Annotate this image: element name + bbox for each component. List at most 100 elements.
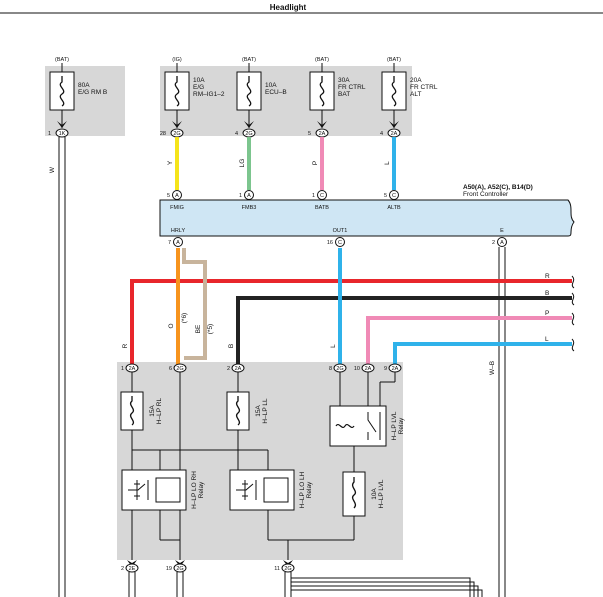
svg-text:ALT: ALT <box>410 91 421 98</box>
junction-pins-top: 2A 1 2G 6 2A 2 2G 8 2A 10 2A 9 <box>121 363 402 373</box>
svg-text:H–LP LL: H–LP LL <box>262 398 269 424</box>
svg-text:7: 7 <box>168 240 171 246</box>
fuse-icon <box>319 76 325 107</box>
svg-text:6: 6 <box>169 366 172 372</box>
svg-text:11: 11 <box>274 566 280 572</box>
svg-text:B: B <box>228 344 235 348</box>
svg-text:C: C <box>392 193 396 199</box>
svg-text:C: C <box>320 193 324 199</box>
fuse-icon <box>129 396 135 426</box>
svg-text:2: 2 <box>492 240 495 246</box>
svg-text:RM–IG1–2: RM–IG1–2 <box>193 91 225 98</box>
svg-text:A: A <box>500 240 504 246</box>
fuse-30a-fr-ctrl-bat: (BAT) 30A FR CTRL BAT 2A 5 <box>308 57 366 138</box>
svg-text:C: C <box>338 240 342 246</box>
fuse-15a-h-lp-ll: 15A H–LP LL <box>226 391 269 431</box>
svg-text:P: P <box>312 161 319 165</box>
svg-text:2G: 2G <box>336 366 343 372</box>
svg-text:W–B: W–B <box>489 361 496 375</box>
junction-pins-bottom: 2E 2 2G 19 2G 11 <box>121 560 295 573</box>
svg-text:(BAT): (BAT) <box>315 57 329 63</box>
svg-text:1K: 1K <box>59 131 66 137</box>
front-controller: A50(A), A52(C), B14(D) Front Controller … <box>159 184 575 237</box>
drop-wires: R O (*6) BE (*5) B L <box>122 248 342 365</box>
svg-text:2A: 2A <box>235 366 242 372</box>
svg-text:(*6): (*6) <box>181 313 188 323</box>
svg-text:H–LP LO RH: H–LP LO RH <box>191 471 198 509</box>
fuse-10a-ecu-b: (BAT) 10A ECU–B 2G 4 <box>235 57 287 138</box>
fuse-10a-eg-rm-ig1-2: (IG) 10A E/G RM–IG1–2 2G 28 <box>160 57 225 138</box>
svg-text:2G: 2G <box>176 566 183 572</box>
svg-text:Y: Y <box>167 160 174 165</box>
arrow-icon <box>172 121 182 128</box>
transistor-icon <box>134 480 149 500</box>
svg-text:Relay: Relay <box>398 417 405 434</box>
svg-text:10A: 10A <box>265 82 277 89</box>
controller-top-pins: A 5 A 1 C 1 C 5 <box>167 190 399 200</box>
svg-text:10A: 10A <box>193 77 205 84</box>
relay-h-lp-lo-rh: H–LP LO RH Relay <box>121 469 205 511</box>
svg-text:(BAT): (BAT) <box>242 57 256 63</box>
wires-fuse-to-controller: Y LG P L <box>167 137 396 190</box>
fuse-icon <box>235 396 241 426</box>
arrow-icon <box>244 121 254 128</box>
svg-text:R: R <box>545 273 550 280</box>
fuse-15a-h-lp-rl: 15A H–LP RL <box>120 391 163 431</box>
svg-text:15A: 15A <box>149 405 156 417</box>
exit-wires <box>128 572 483 597</box>
svg-text:4: 4 <box>235 131 238 137</box>
svg-text:E: E <box>500 228 504 234</box>
svg-text:2A: 2A <box>365 366 372 372</box>
connector-pin <box>55 128 69 138</box>
junction-internal-wiring <box>131 372 396 560</box>
svg-text:15A: 15A <box>255 405 262 417</box>
svg-text:OUT1: OUT1 <box>333 228 348 234</box>
controller-label: A50(A), A52(C), B14(D) <box>463 184 533 191</box>
svg-text:L: L <box>384 161 391 165</box>
svg-text:Relay: Relay <box>306 481 313 498</box>
relay-coil <box>263 477 289 503</box>
svg-text:2A: 2A <box>319 131 326 137</box>
svg-text:10: 10 <box>354 366 360 372</box>
wire-w-b: W–B <box>489 247 506 597</box>
svg-text:2E: 2E <box>129 566 136 572</box>
svg-text:HRLY: HRLY <box>171 228 186 234</box>
svg-text:FR CTRL: FR CTRL <box>338 84 366 91</box>
transistor-icon <box>242 480 257 500</box>
svg-text:BE: BE <box>195 324 202 333</box>
relay-coil <box>155 477 181 503</box>
svg-text:2G: 2G <box>284 566 291 572</box>
fuse-10a-h-lp-lvl: 10A H–LP LVL <box>342 471 385 517</box>
svg-text:W: W <box>49 166 56 173</box>
svg-text:4: 4 <box>380 131 383 137</box>
svg-text:(BAT): (BAT) <box>387 57 401 63</box>
diagram-title: Headlight <box>270 3 307 12</box>
fuse-rating: 80A <box>78 82 90 89</box>
svg-text:L: L <box>330 344 337 348</box>
svg-text:B: B <box>545 290 549 297</box>
svg-text:R: R <box>122 343 129 348</box>
svg-text:8: 8 <box>329 366 332 372</box>
svg-text:ECU–B: ECU–B <box>265 89 287 96</box>
fuse-icon <box>351 477 357 509</box>
relay-h-lp-lo-lh: H–LP LO LH Relay <box>229 469 313 511</box>
fuse-icon <box>391 76 397 107</box>
svg-text:H–LP RL: H–LP RL <box>156 397 163 424</box>
svg-text:2A: 2A <box>391 131 398 137</box>
arrow-icon <box>317 121 327 128</box>
svg-text:19: 19 <box>166 566 172 572</box>
svg-text:2G: 2G <box>176 366 183 372</box>
svg-text:2: 2 <box>121 566 124 572</box>
svg-text:30A: 30A <box>338 77 350 84</box>
relay-h-lp-lvl: H–LP LVL Relay <box>329 405 405 447</box>
svg-text:10A: 10A <box>371 488 378 500</box>
svg-text:A: A <box>247 193 251 199</box>
svg-text:BAT: BAT <box>338 91 350 98</box>
svg-text:FMIG: FMIG <box>170 205 184 211</box>
svg-text:1: 1 <box>239 193 242 199</box>
relay-switch-icon <box>367 412 381 440</box>
svg-text:ALTB: ALTB <box>387 205 401 211</box>
fuse-icon <box>59 76 65 107</box>
fuse-name: E/G RM B <box>78 89 107 96</box>
